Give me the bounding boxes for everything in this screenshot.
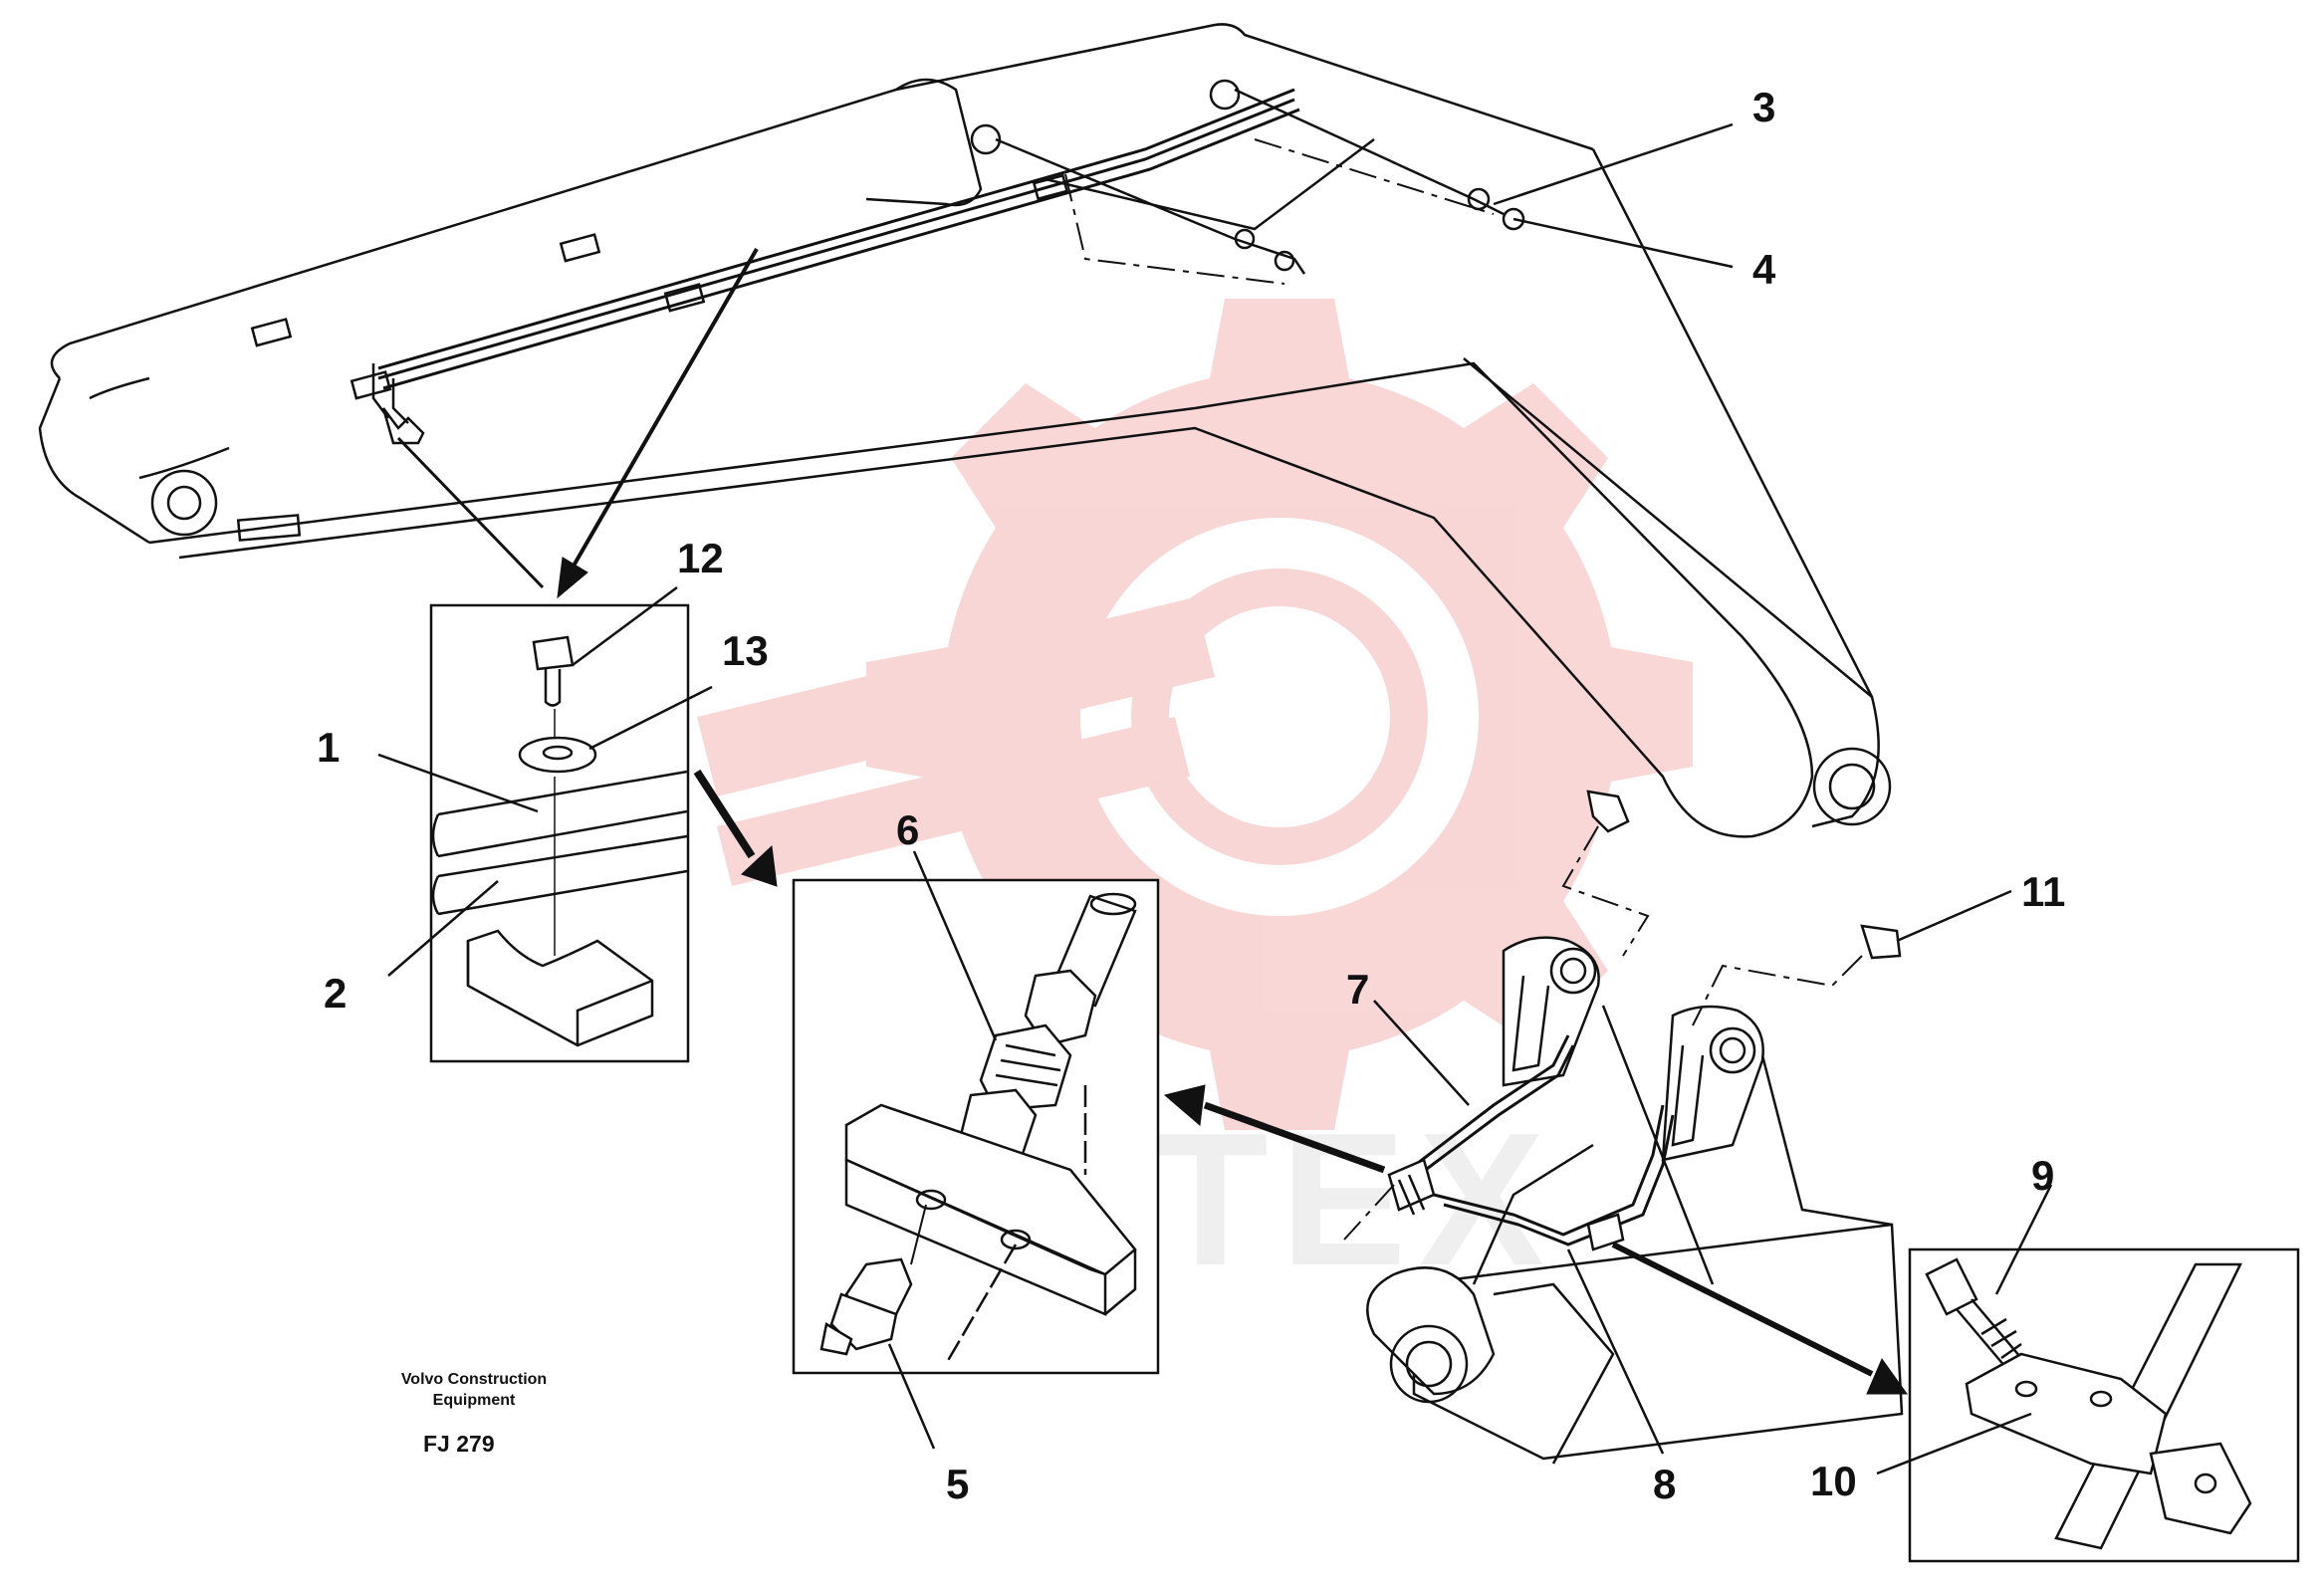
callout-leaders: [377, 122, 2053, 1475]
clamp-block: [466, 929, 654, 1047]
caption-figure-code: FJ 279: [423, 1431, 495, 1457]
boom-assembly: [38, 23, 1892, 838]
boom-foot-eye: [1812, 747, 1892, 826]
bolt-part-9: [1925, 1257, 1978, 1316]
callout-3: 3: [1752, 84, 1775, 130]
mounting-plate: [844, 1158, 1107, 1316]
pipe-part-2: [437, 834, 688, 878]
caption-maker-line1: Volvo Construction: [401, 1371, 547, 1388]
washer-part-13: [518, 736, 597, 774]
callout-labels: 3 4 11 12 13 1 2 6 7 9 8 10 5: [317, 84, 2065, 1507]
inset-clamp-detail: [429, 603, 690, 1063]
callout-7: 7: [1346, 966, 1369, 1013]
boom-tip-eye: [150, 469, 218, 537]
callout-11: 11: [2021, 868, 2065, 915]
leader-lines-boom: [396, 247, 759, 599]
callout-10: 10: [1810, 1458, 1857, 1504]
caption-maker-line2: Equipment: [433, 1392, 516, 1409]
inset-sensor-detail: [792, 878, 1160, 1375]
callout-13: 13: [722, 627, 769, 674]
arm-assembly: [1343, 790, 1904, 1465]
pipe-part-1: [437, 770, 688, 816]
figure-caption: Volvo Construction Equipment FJ 279: [401, 1371, 547, 1457]
callout-1: 1: [317, 724, 340, 771]
callout-8: 8: [1653, 1461, 1676, 1507]
callout-12: 12: [677, 535, 724, 581]
bolt-part-12: [532, 635, 575, 671]
watermark-wrench-icon: [697, 597, 1215, 886]
callout-9: 9: [2031, 1152, 2054, 1199]
watermark-ring: [1131, 568, 1428, 865]
callout-2: 2: [324, 970, 347, 1017]
leader-arrow-inset2: [693, 769, 778, 887]
callout-4: 4: [1752, 246, 1776, 293]
clip-part-10: [1965, 1352, 2168, 1475]
callout-5: 5: [946, 1461, 969, 1507]
inset-clip-detail: [1908, 1248, 2300, 1563]
callout-6: 6: [896, 806, 919, 853]
leader-arrows-arm: [1163, 1084, 1908, 1395]
